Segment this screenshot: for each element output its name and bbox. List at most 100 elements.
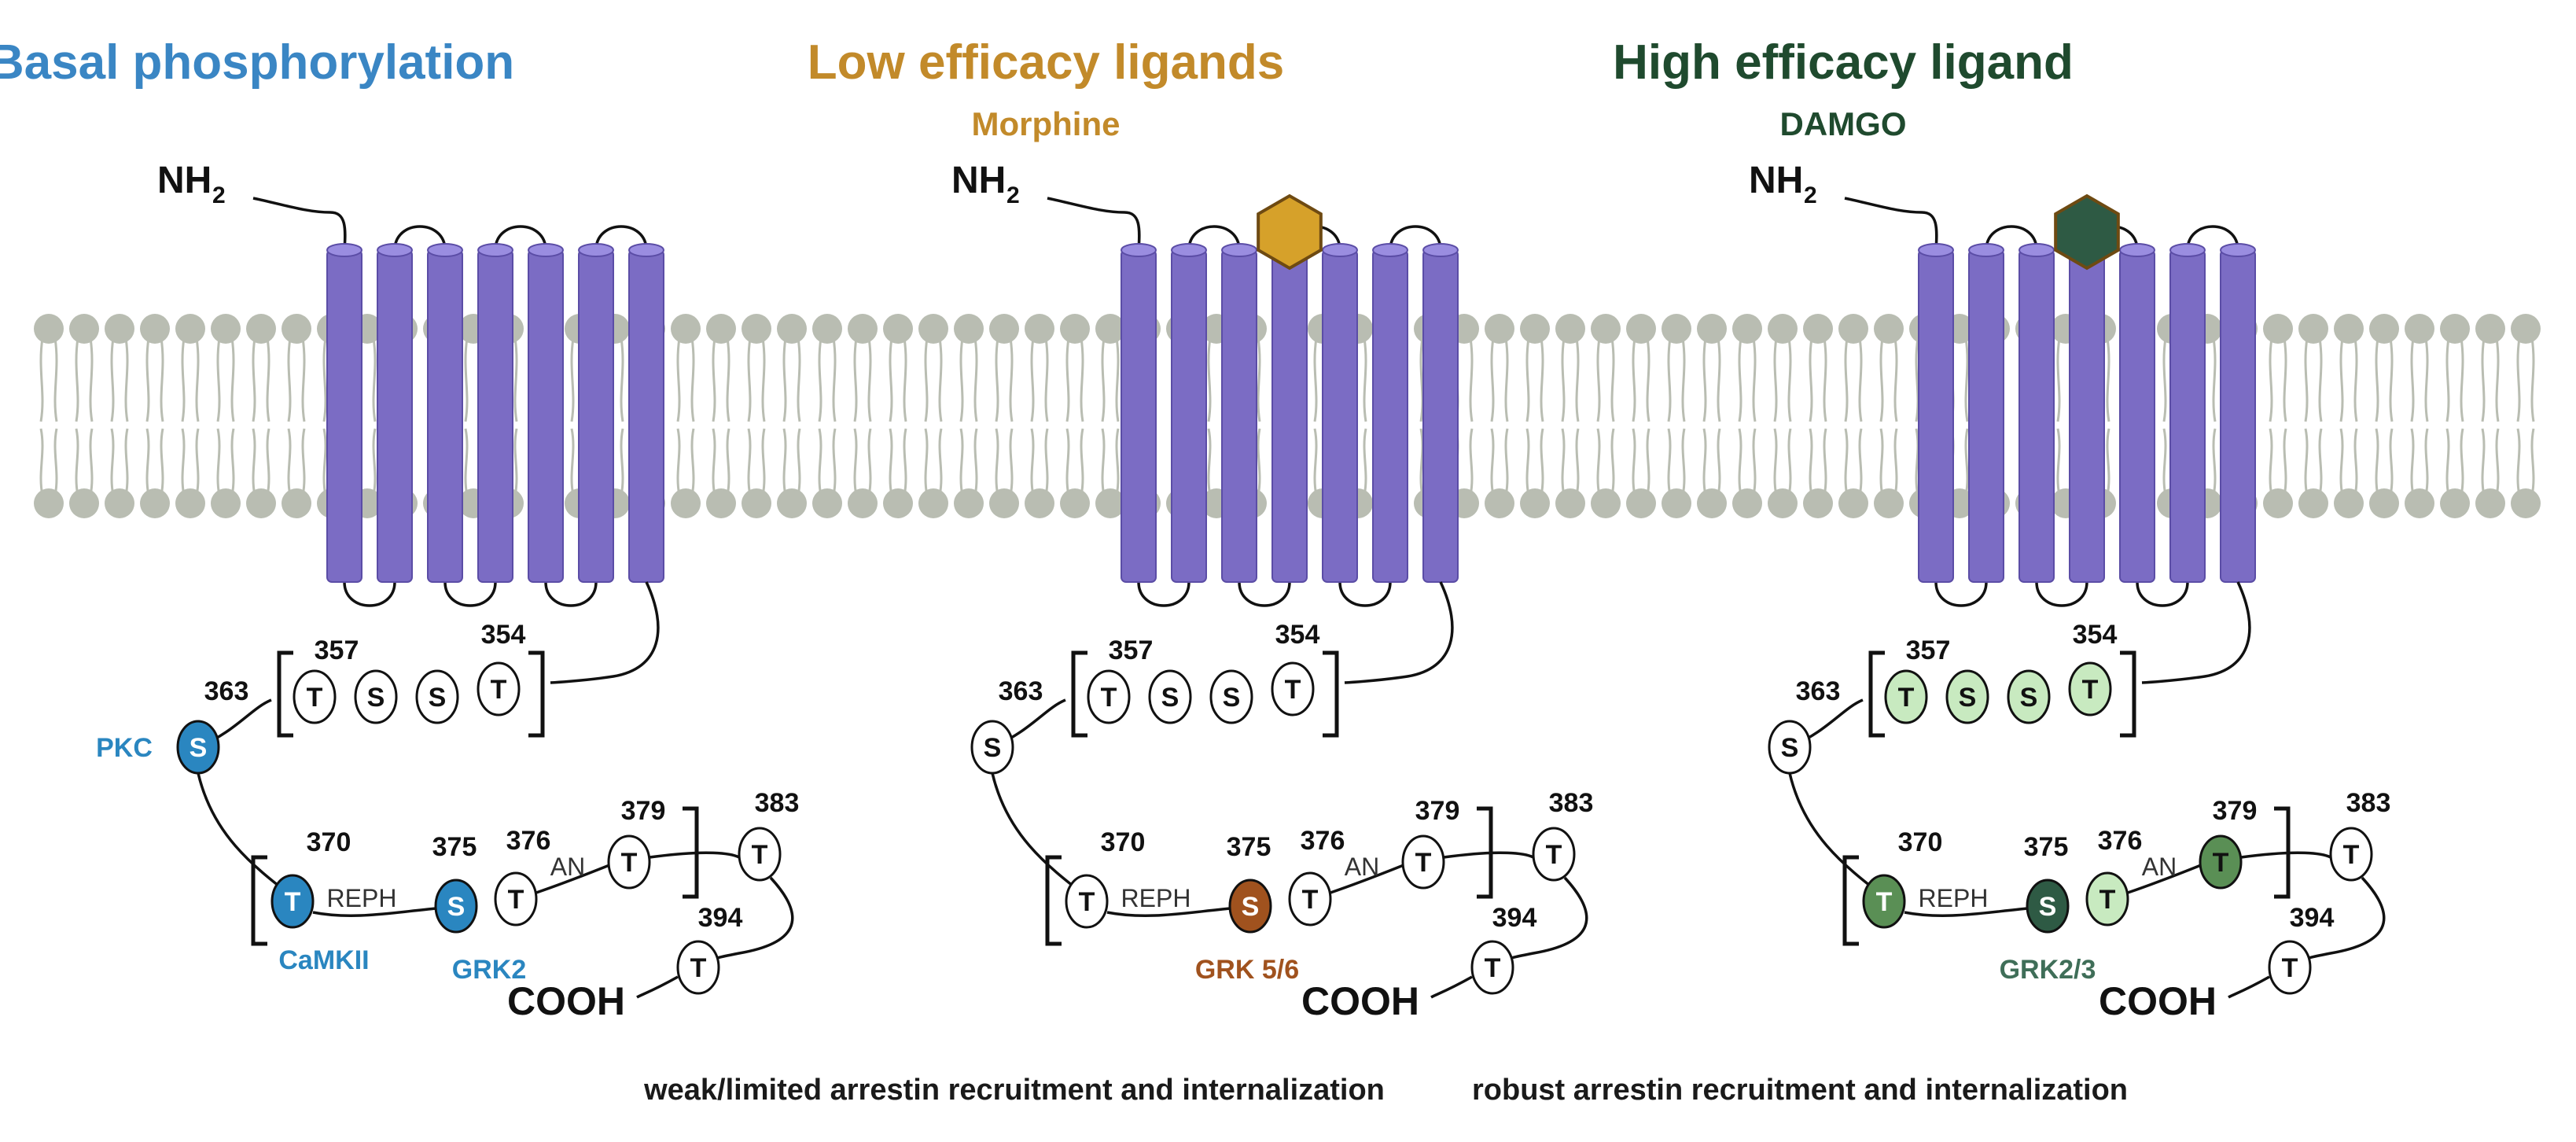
lipid-tail (89, 428, 94, 496)
lipid-tail (2318, 337, 2323, 422)
n-terminus-subscript: 2 (212, 182, 226, 208)
lipid-tail (938, 337, 943, 422)
lipid-tail (1101, 428, 1106, 496)
lipid-head (211, 314, 241, 344)
panel-title: Basal phosphorylation (0, 35, 514, 90)
lipid-tail (2339, 428, 2344, 496)
lipid-head (1697, 488, 1727, 518)
lipid-tail (2460, 428, 2464, 496)
lipid-tail (287, 337, 292, 422)
lipid-tail (266, 337, 270, 422)
residue-letter: S (984, 733, 1002, 763)
lipid-tail (2283, 428, 2287, 496)
site-number-376: 376 (506, 826, 551, 856)
lipid-tail (2460, 337, 2464, 422)
residue-t383 (738, 827, 782, 882)
lipid-head (1060, 314, 1090, 344)
lipid-tail (867, 428, 872, 496)
transmembrane-helix (1171, 249, 1207, 583)
lipid-tail (1738, 337, 1742, 422)
lipid-tail (110, 337, 115, 422)
lipid-head (2511, 488, 2541, 518)
lipid-tail (53, 337, 58, 422)
site-number-394: 394 (698, 903, 743, 933)
lipid-tail (1363, 428, 1367, 496)
lipid-head (1555, 488, 1585, 518)
lipid-tail (1915, 337, 1919, 422)
residue-t354 (2068, 661, 2112, 717)
lipid-tail (690, 428, 695, 496)
helix-top (528, 243, 564, 257)
site-number-375: 375 (432, 832, 477, 862)
lipid-tail (1596, 428, 1601, 496)
intracellular-loop (443, 581, 497, 607)
site-number-375: 375 (1227, 832, 1271, 862)
lipid-tail (2530, 337, 2535, 422)
lipid-tail (2353, 337, 2358, 422)
residue-letter: S (1161, 683, 1179, 713)
residue-letter: S (367, 683, 385, 713)
residue-letter: T (307, 683, 323, 713)
lipid-tail (1717, 428, 1721, 496)
linker (1788, 772, 1886, 898)
lipid-tail (1009, 337, 1014, 422)
lipid-tail (1787, 337, 1792, 422)
bracket (1045, 855, 1062, 946)
lipid-head (989, 314, 1019, 344)
damgo-ligand-hexagon (2054, 193, 2120, 271)
lipid-tail (726, 428, 730, 496)
motif-an: AN (1345, 853, 1379, 881)
c-terminal-tail (550, 581, 660, 684)
lipid-tail (195, 337, 200, 422)
lipid-tail (1080, 337, 1084, 422)
lipid-tail (372, 337, 377, 422)
residue-t379 (1401, 834, 1445, 890)
lipid-tail (1257, 428, 1261, 496)
lipid-head (671, 314, 701, 344)
lipid-head (1626, 488, 1656, 518)
transmembrane-helix (326, 249, 362, 583)
lipid-tail (301, 337, 306, 422)
lipid-tail (1702, 428, 1707, 496)
lipid-head (2334, 314, 2364, 344)
linker (1443, 851, 1534, 859)
lipid-tail (620, 428, 624, 496)
lipid-head (1803, 488, 1833, 518)
lipid-tail (75, 337, 79, 422)
lipid-head (848, 488, 878, 518)
residue-s (2007, 669, 2051, 724)
lipid-tail (818, 337, 822, 422)
lipid-tail (195, 428, 200, 496)
site-number-376: 376 (2098, 826, 2143, 856)
lipid-head (1732, 488, 1762, 518)
lipid-tail (1844, 428, 1849, 496)
residue-letter: T (2282, 953, 2298, 983)
residue-s (1148, 669, 1192, 724)
lipid-tail (1065, 428, 1070, 496)
transmembrane-helix (427, 249, 463, 583)
lipid-tail (1540, 337, 1544, 422)
lipid-head (1838, 488, 1868, 518)
lipid-tail (782, 337, 787, 422)
lipid-head (1874, 488, 1904, 518)
helix-top (1121, 243, 1157, 257)
lipid-head (2440, 488, 2470, 518)
lipid-tail (676, 337, 681, 422)
site-number-354: 354 (481, 620, 526, 650)
lipid-tail (75, 428, 79, 496)
residue-s375 (434, 879, 478, 934)
extracellular-loop (1389, 225, 1442, 251)
lipid-head (1025, 314, 1054, 344)
lipid-tail (145, 428, 150, 496)
lipid-tail (1738, 428, 1742, 496)
residue-t376 (1288, 871, 1332, 926)
lipid-tail (1964, 428, 1969, 496)
lipid-head (883, 314, 913, 344)
lipid-head (742, 488, 771, 518)
lipid-tail (924, 337, 929, 422)
helix-top (578, 243, 614, 257)
intracellular-loop (1338, 581, 1392, 607)
lipid-head (34, 488, 64, 518)
bracket (1323, 650, 1339, 738)
